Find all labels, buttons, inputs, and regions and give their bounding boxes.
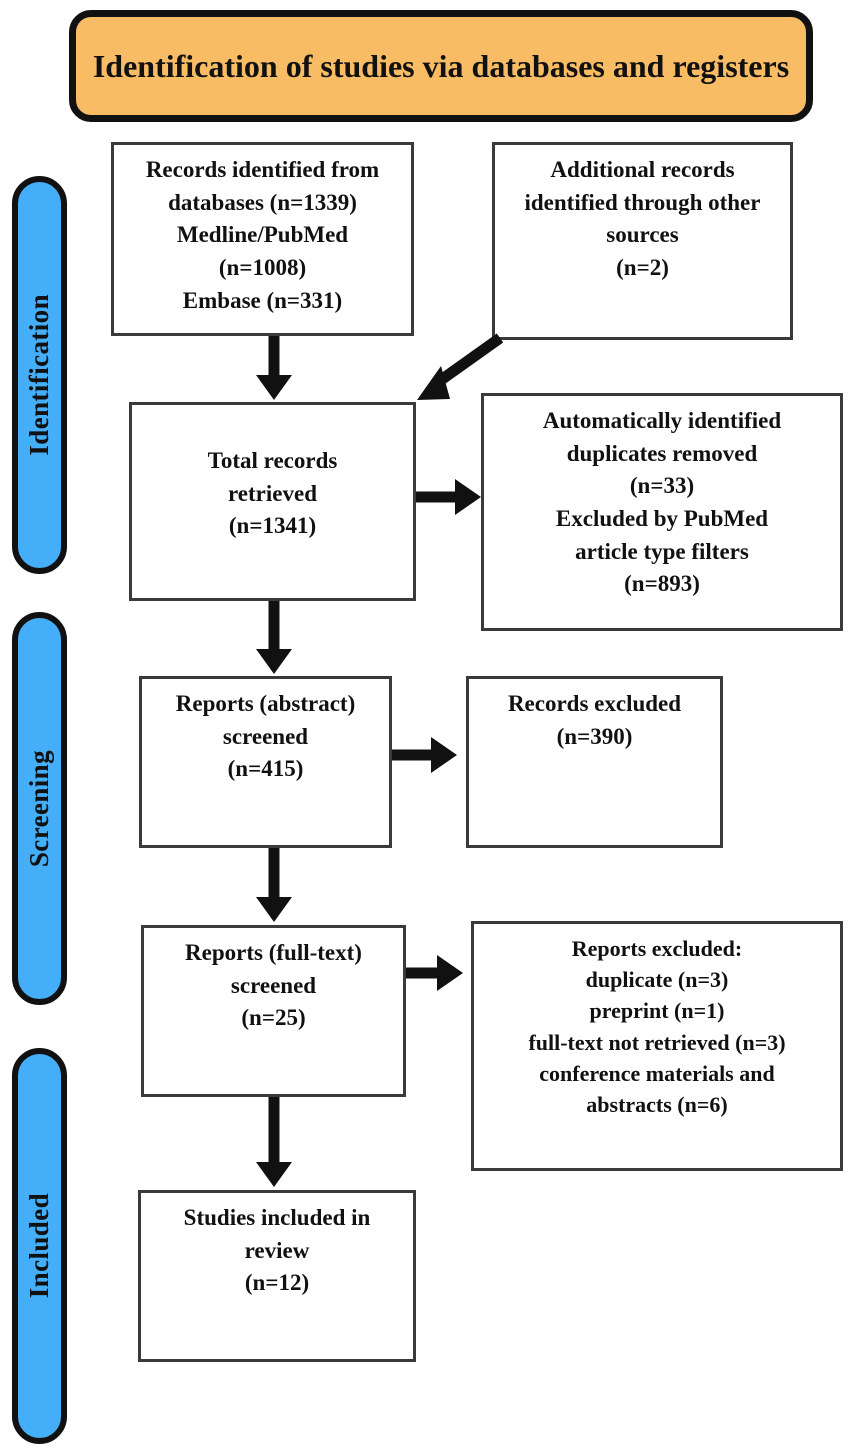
box-line: databases (n=1339)	[168, 189, 357, 215]
box-line: screened	[230, 972, 317, 998]
stage-pill-identification: Identification	[12, 176, 67, 574]
stage-label-included: Included	[24, 1193, 54, 1299]
arrow-fulltext-to-included	[256, 1097, 292, 1187]
box-line: (n=1008)	[218, 254, 307, 280]
box-line: Reports (full-text)	[185, 940, 362, 965]
box-line: (n=12)	[244, 1270, 310, 1296]
header-banner: Identification of studies via databases …	[69, 10, 813, 122]
box-records-excluded: Records excluded (n=390)	[466, 676, 723, 848]
stage-label-screening: Screening	[24, 749, 54, 868]
box-fulltext-screened: Reports (full-text) screened (n=25)	[141, 925, 406, 1097]
box-line: (n=25)	[241, 1005, 306, 1031]
box-line: retrieved	[228, 480, 317, 506]
box-line: (n=415)	[227, 756, 304, 782]
arrow-fulltext-to-reports-excluded	[406, 955, 463, 991]
box-line: Excluded by PubMed	[555, 505, 769, 531]
stage-pill-included: Included	[12, 1048, 67, 1444]
box-line: conference materials and	[539, 1060, 775, 1086]
box-line: Records excluded	[507, 691, 682, 716]
box-abstract-screened: Reports (abstract) screened (n=415)	[139, 676, 392, 848]
box-line: Reports excluded:	[571, 936, 743, 961]
box-line: duplicates removed	[566, 440, 758, 466]
arrow-abstract-to-fulltext	[256, 848, 292, 922]
box-total-records: Total records retrieved (n=1341)	[129, 402, 416, 601]
box-additional-records: Additional records identified through ot…	[492, 142, 793, 340]
box-line: review	[244, 1237, 310, 1263]
arrow-additional-to-total	[417, 333, 504, 400]
box-records-identified: Records identified from databases (n=133…	[111, 142, 414, 336]
box-studies-included: Studies included in review (n=12)	[138, 1190, 416, 1362]
box-line: Reports (abstract)	[175, 691, 356, 716]
stage-pill-screening: Screening	[12, 612, 67, 1005]
box-line: Additional records	[550, 157, 735, 182]
arrow-abstract-to-excluded	[392, 737, 457, 773]
box-line: (n=893)	[624, 571, 700, 597]
box-line: article type filters	[575, 538, 749, 564]
box-line: (n=2)	[616, 254, 669, 280]
box-line: (n=390)	[556, 723, 633, 749]
box-line: Embase (n=331)	[182, 287, 343, 313]
page-title: Identification of studies via databases …	[92, 47, 790, 84]
box-line: (n=33)	[629, 473, 695, 499]
box-duplicates-removed: Automatically identified duplicates remo…	[481, 393, 843, 631]
box-reports-excluded: Reports excluded: duplicate (n=3) prepri…	[471, 921, 843, 1171]
box-line: screened	[222, 723, 309, 749]
box-line: Records identified from	[145, 157, 380, 182]
box-line: Studies included in	[183, 1205, 371, 1230]
arrow-total-to-duplicates	[416, 479, 481, 515]
box-line: identified through other	[524, 189, 761, 215]
box-line: sources	[606, 222, 679, 248]
arrow-records-to-total	[256, 336, 292, 400]
box-line: preprint (n=1)	[589, 998, 725, 1024]
box-line: Total records	[207, 448, 338, 473]
box-line: Medline/PubMed	[176, 222, 349, 248]
box-line: duplicate (n=3)	[585, 967, 729, 993]
box-line: full-text not retrieved (n=3)	[528, 1029, 786, 1055]
box-line: Automatically identified	[542, 408, 782, 433]
box-line: (n=1341)	[228, 513, 317, 539]
arrow-total-to-abstract	[256, 601, 292, 674]
stage-label-identification: Identification	[24, 294, 54, 456]
box-line: abstracts (n=6)	[586, 1092, 728, 1118]
